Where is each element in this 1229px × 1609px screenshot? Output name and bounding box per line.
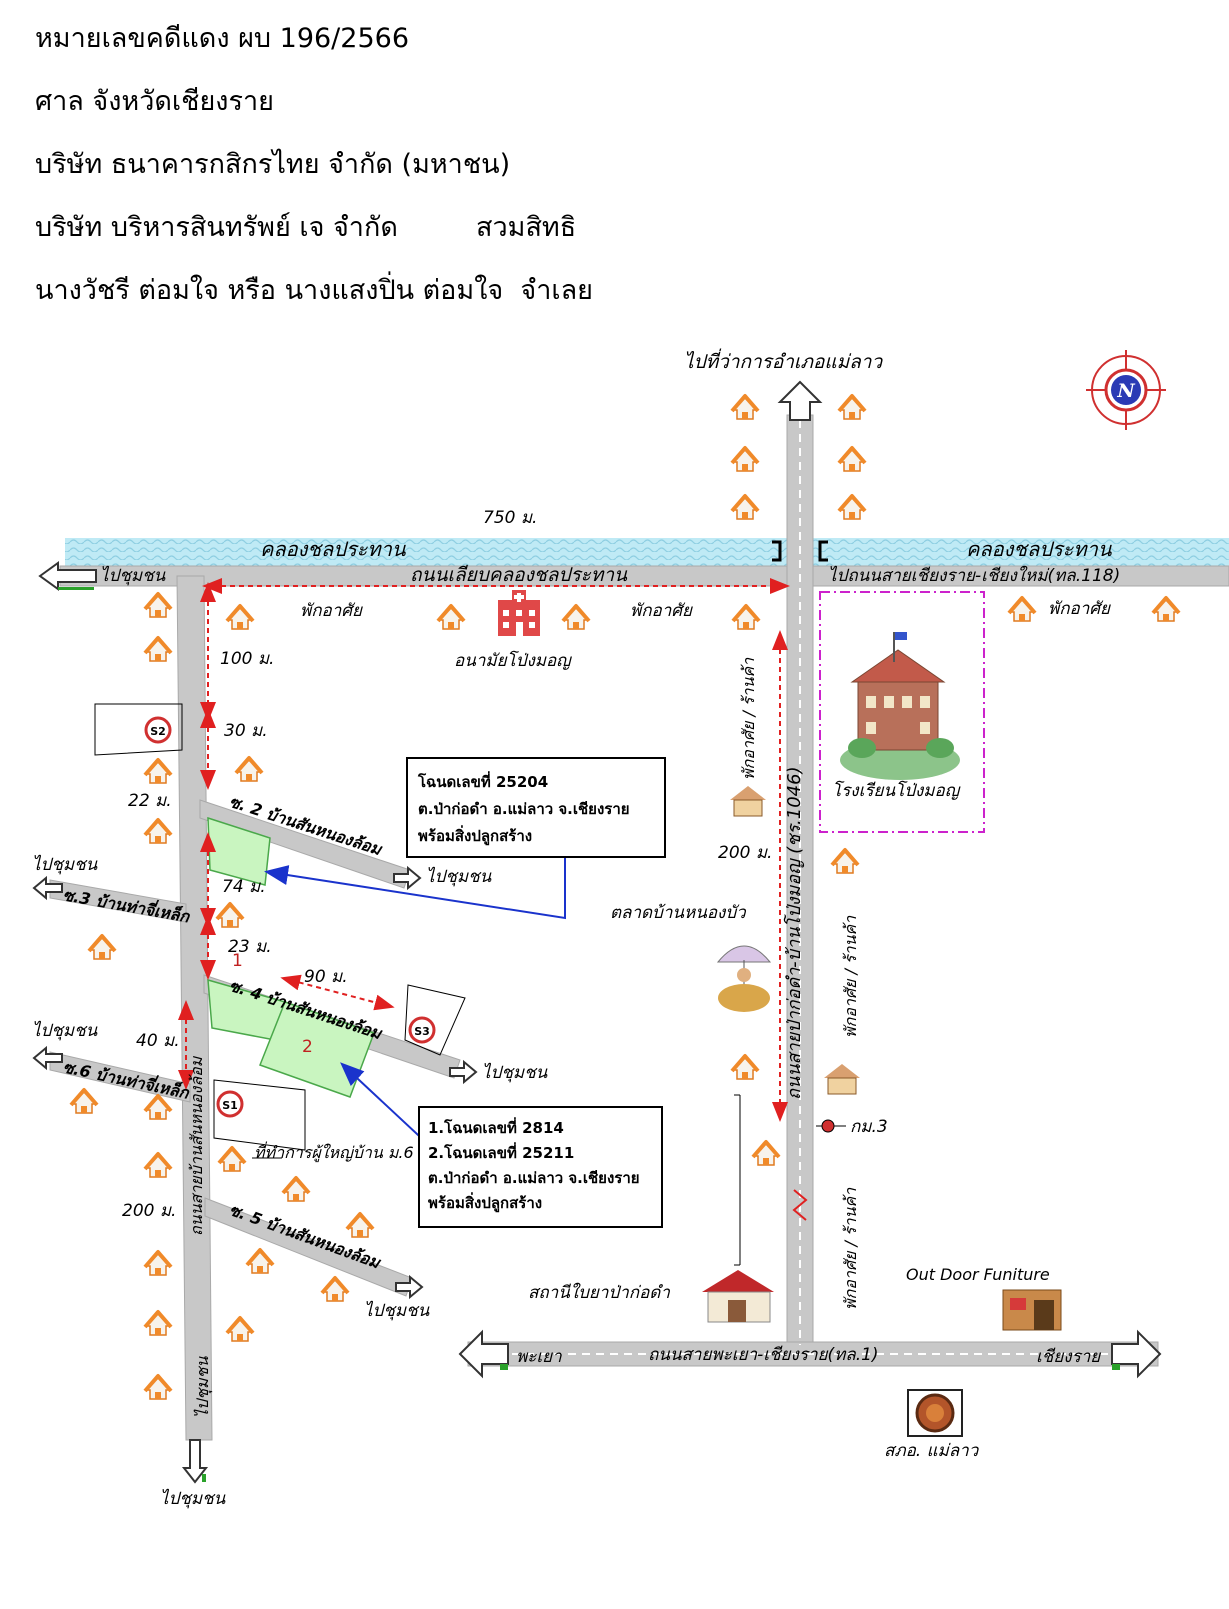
label-to-community-4: ไปชุมชน (32, 1020, 98, 1041)
label-dist-200a: 200 ม. (718, 843, 772, 863)
label-dist-200b: 200 ม. (122, 1201, 176, 1221)
label-dist-30: 30 ม. (224, 721, 268, 741)
survey-markers: S2 S3 S1 (144, 716, 436, 1118)
marker-s3: S3 (414, 1025, 430, 1038)
deed-box-1-line2: ต.ป่าก่อดำ อ.แม่ลาว จ.เชียงราย (418, 800, 630, 818)
label-main-road-left: ถนนสายบ้านสันหนองล้อม (187, 1055, 206, 1236)
label-plot-1: 1 (232, 951, 243, 971)
shop-icon (702, 786, 1062, 1331)
label-phayao: พะเยา (516, 1347, 562, 1367)
deed-box-1-line1: โฉนดเลขที่ 25204 (418, 773, 549, 791)
label-to-community-6: ไปชุมชน (364, 1300, 430, 1321)
label-health-center: อนามัยโป่งมอญ (454, 650, 572, 671)
label-dist-90: 90 ม. (304, 967, 348, 987)
label-chiangrai: เชียงราย (1036, 1347, 1101, 1367)
deed-box-2: 1.โฉนดเลขที่ 2814 2.โฉนดเลขที่ 25211 ต.ป… (418, 1106, 663, 1228)
header-plaintiff: บริษัท ธนาคารกสิกรไทย จำกัด (มหาชน) (35, 149, 511, 180)
label-dist-100: 100 ม. (220, 649, 274, 669)
label-tobacco-station: สถานีใบยาป่าก่อดำ (528, 1282, 670, 1303)
label-residence-shop-1: พักอาศัย / ร้านค้า (739, 657, 758, 780)
marker-s2: S2 (150, 725, 166, 738)
school-icon (840, 632, 960, 780)
label-to-community-3: ไปชุมชน (426, 866, 492, 887)
sign-icon (32, 380, 1162, 1484)
label-residence-shop-2: พักอาศัย / ร้านค้า (841, 915, 860, 1038)
hospital-icon (498, 590, 540, 636)
label-road-1046: ถนนสายป่าก่อดำ-บ้านโป่งมอญ (ชร.1046) (783, 766, 805, 1100)
market-icon (716, 945, 772, 1012)
label-to-district: ไปที่ว่าการอำเภอแม่ลาว (684, 348, 883, 373)
compass-icon: N (1086, 350, 1166, 430)
compass-north-label: N (1116, 380, 1135, 402)
label-to-highway-118: ไปถนนสายเชียงราย-เชียงใหม่(ทล.118) (828, 565, 1120, 586)
header-case-number: หมายเลขคดีแดง ผบ 196/2566 (35, 23, 409, 54)
label-canal-right: คลองชลประทาน (966, 537, 1113, 561)
label-plot-2: 2 (302, 1037, 313, 1057)
label-school: โรงเรียนโป่งมอญ (832, 780, 961, 801)
label-to-community-8: ไปชุมชน (193, 1356, 213, 1418)
label-dist-74: 74 ม. (222, 877, 266, 897)
label-dist-23: 23 ม. (228, 937, 272, 957)
label-to-community-2: ไปชุมชน (32, 854, 98, 875)
header-court: ศาล จังหวัดเชียงราย (35, 86, 274, 117)
label-canal-road: ถนนเลียบคลองชลประทาน (410, 564, 628, 586)
header-defendant: นางวัชรี ต่อมใจ หรือ นางแสงปิ่น ต่อมใจ จ… (35, 275, 593, 306)
label-outdoor: Out Door Funiture (906, 1265, 1050, 1284)
deed-box-1-line3: พร้อมสิ่งปลูกสร้าง (418, 827, 533, 845)
label-residence-2: พักอาศัย (630, 601, 693, 621)
label-market: ตลาดบ้านหนองบัว (610, 903, 747, 923)
label-dist-22: 22 ม. (128, 791, 172, 811)
deed-box-2-line1: 1.โฉนดเลขที่ 2814 (428, 1119, 564, 1137)
label-residence-1: พักอาศัย (300, 601, 363, 621)
label-police: สภอ. แม่ลาว (884, 1441, 980, 1461)
school-boundary (819, 591, 985, 833)
label-highway-1: ถนนสายพะเยา-เชียงราย(ทล.1) (648, 1345, 879, 1365)
label-dist-750: 750 ม. (483, 508, 537, 528)
header-assignee: บริษัท บริหารสินทรัพย์ เจ จำกัด (35, 212, 398, 243)
label-residence-3: พักอาศัย (1048, 599, 1111, 619)
deed-box-2-line3: ต.ป่าก่อดำ อ.แม่ลาว จ.เชียงราย (428, 1169, 640, 1187)
label-km3: กม.3 (850, 1117, 888, 1137)
label-to-community-5: ไปชุมชน (482, 1062, 548, 1083)
header-assignee-role: สวมสิทธิ (476, 212, 577, 243)
canal (65, 538, 1229, 566)
label-soi-3: ซ.3 บ้านท่าจี่เหล็ก (61, 883, 192, 926)
label-residence-shop-3: พักอาศัย / ร้านค้า (841, 1187, 860, 1310)
label-dist-40: 40 ม. (136, 1031, 180, 1051)
label-canal-left: คลองชลประทาน (260, 537, 407, 561)
label-to-community-1: ไปชุมชน (100, 565, 166, 586)
deed-box-2-line4: พร้อมสิ่งปลูกสร้าง (428, 1194, 543, 1212)
label-headman-office: ที่ทำการผู้ใหญ่บ้าน ม.6 (254, 1141, 414, 1163)
police-icon (907, 1389, 963, 1437)
marker-s1: S1 (222, 1099, 238, 1112)
deed-box-2-line2: 2.โฉนดเลขที่ 25211 (428, 1144, 575, 1162)
label-to-community-7: ไปชุมชน (160, 1488, 226, 1509)
deed-box-1: โฉนดเลขที่ 25204 ต.ป่าก่อดำ อ.แม่ลาว จ.เ… (406, 757, 666, 858)
